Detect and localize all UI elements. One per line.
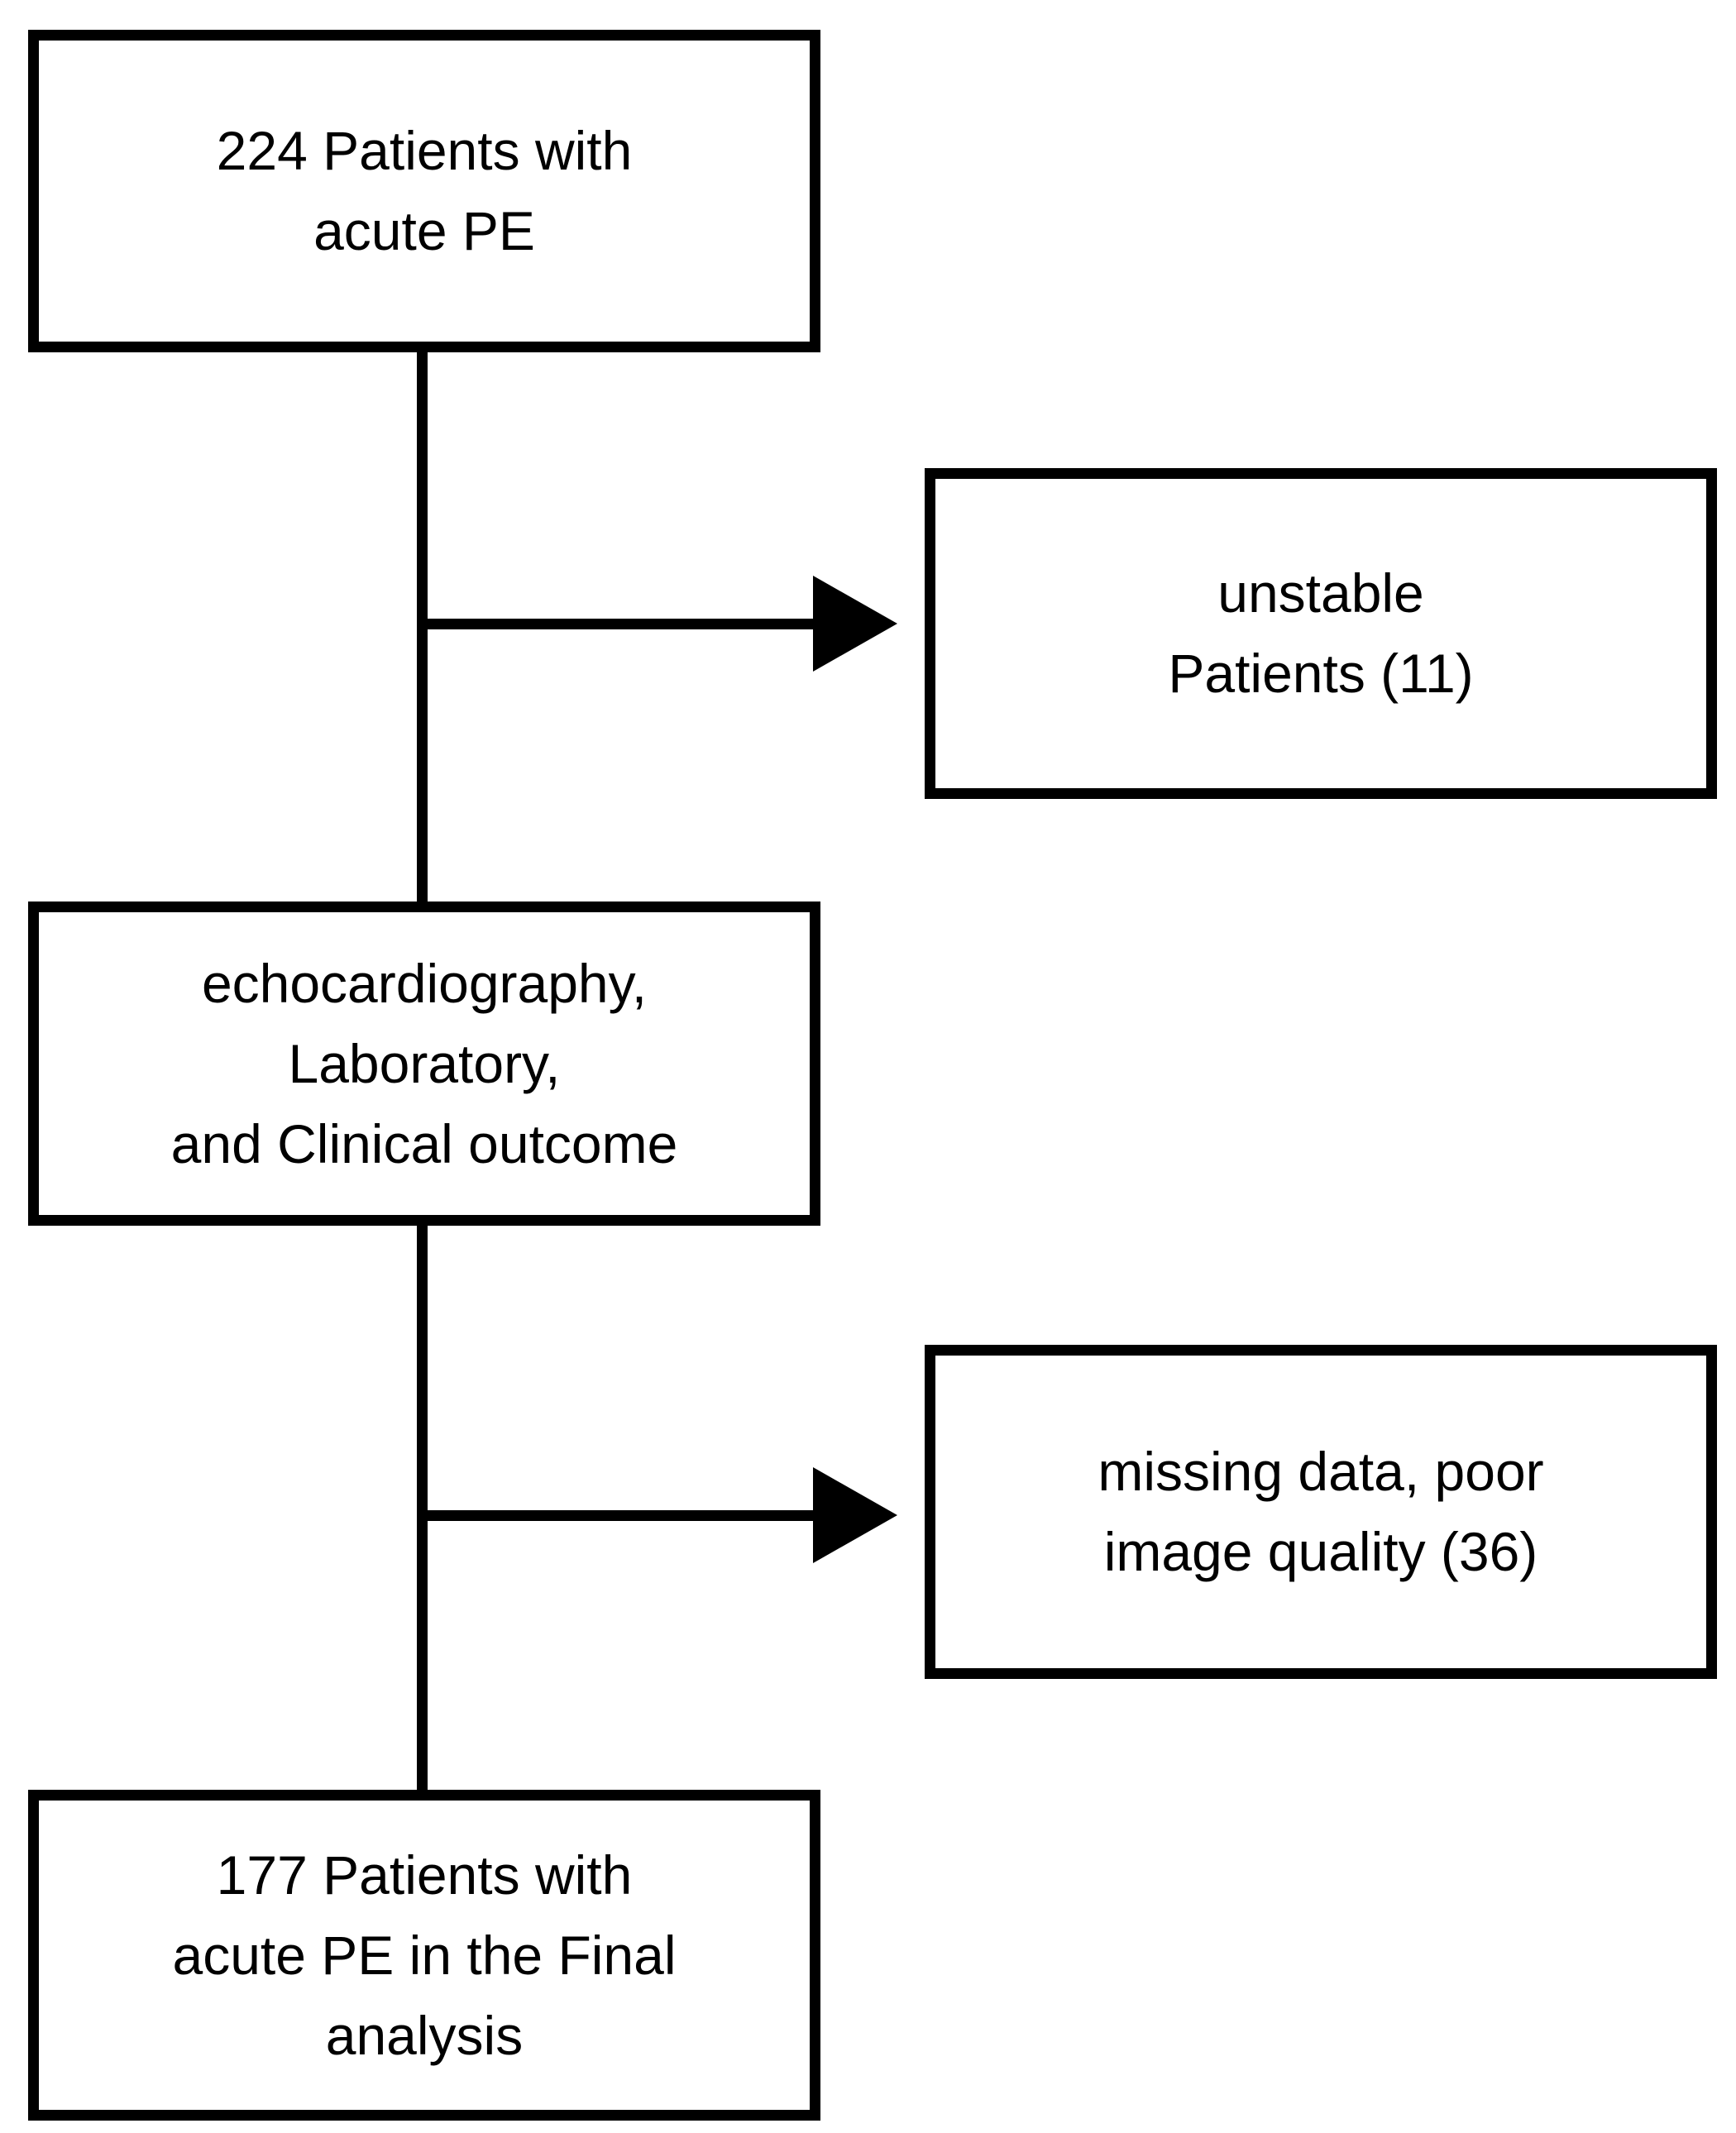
arrowhead-right-icon: [813, 1467, 897, 1563]
node-assessment-line-3: and Clinical outcome: [170, 1112, 678, 1174]
node-excluded-missing-data-line-2: image quality (36): [1103, 1521, 1538, 1582]
arrowhead-right-icon: [813, 576, 897, 672]
node-excluded-missing-data-line-1: missing data, poor: [1098, 1441, 1544, 1502]
node-enrollment-line-1: 224 Patients with: [216, 120, 633, 181]
node-assessment-line-1: echocardiography,: [201, 952, 648, 1014]
node-final-analysis: 177 Patients with acute PE in the Final …: [28, 1790, 820, 2121]
node-final-analysis-line-2: acute PE in the Final: [172, 1924, 677, 1986]
node-excluded-unstable-line-2: Patients (11): [1168, 643, 1474, 704]
node-excluded-unstable-line-1: unstable: [1217, 562, 1424, 624]
connector-line-to-missing-data: [422, 1510, 817, 1521]
node-excluded-unstable: unstable Patients (11): [925, 468, 1717, 799]
node-enrollment: 224 Patients with acute PE: [28, 30, 820, 352]
node-final-analysis-line-1: 177 Patients with: [216, 1844, 633, 1906]
node-enrollment-line-2: acute PE: [313, 200, 535, 261]
node-final-analysis-line-3: analysis: [325, 2004, 524, 2066]
node-excluded-missing-data: missing data, poor image quality (36): [925, 1345, 1717, 1679]
connector-line-to-unstable: [422, 619, 817, 629]
node-assessment-line-2: Laboratory,: [288, 1032, 561, 1094]
node-assessment: echocardiography, Laboratory, and Clinic…: [28, 902, 820, 1226]
